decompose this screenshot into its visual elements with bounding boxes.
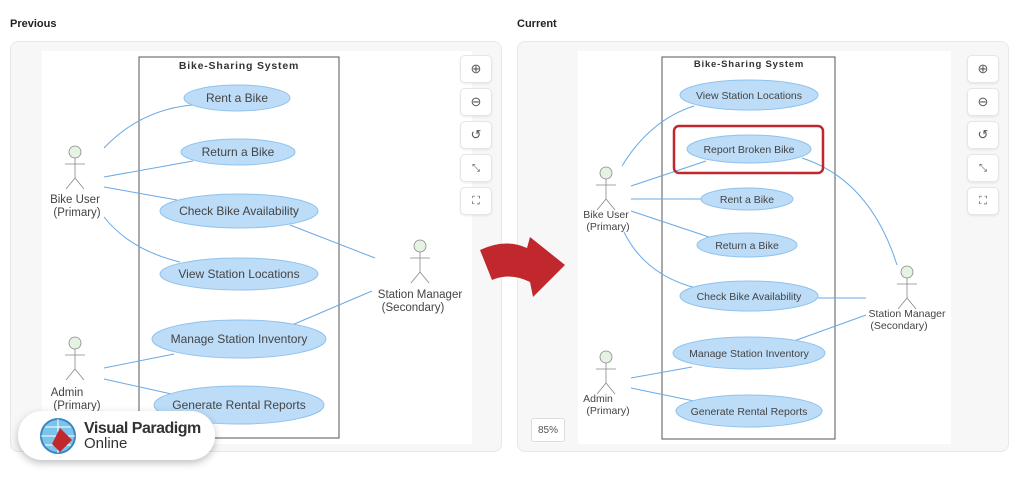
use-case-label: View Station Locations [178, 267, 299, 281]
fullscreen-button[interactable]: ⛶ [967, 187, 999, 215]
actor-label: (Secondary) [870, 320, 927, 332]
use-case-view-stations[interactable] [159, 257, 319, 291]
fit-button[interactable]: ⤡ [460, 154, 492, 182]
system-title: Bike-Sharing System [694, 59, 804, 70]
actor-label: (Primary) [53, 207, 100, 219]
actor-label: (Primary) [53, 400, 100, 412]
use-case-manage-inventory[interactable] [672, 336, 826, 370]
use-case-report-broken-bike[interactable] [686, 134, 812, 164]
system-title: Bike-Sharing System [179, 60, 299, 72]
previous-heading: Previous [10, 18, 57, 30]
zoom-out-icon: ⊖ [470, 94, 482, 109]
current-diagram: Bike-Sharing System View Station Locatio… [578, 51, 951, 444]
use-case-label: Check Bike Availability [179, 204, 299, 218]
use-case-label: Manage Station Inventory [689, 348, 809, 360]
system-boundary [661, 56, 836, 440]
zoom-out-button[interactable]: ⊖ [460, 88, 492, 116]
reset-icon: ↺ [470, 127, 482, 142]
actor-label: Bike User [583, 209, 629, 221]
zoom-level-indicator: 85% [531, 418, 565, 442]
use-case-check-availability[interactable] [159, 193, 319, 229]
actor-label: (Primary) [586, 405, 629, 417]
system-boundary [138, 56, 340, 439]
actor-label: Station Manager [378, 289, 463, 301]
visual-paradigm-logo: Visual Paradigm Online [18, 411, 215, 460]
use-case-return-a-bike[interactable] [696, 232, 798, 258]
globe-logo-icon [40, 417, 76, 454]
use-case-manage-inventory[interactable] [151, 319, 327, 359]
fit-icon: ⤡ [472, 162, 480, 174]
actor-label: Station Manager [868, 308, 946, 320]
use-case-label: Return a Bike [202, 145, 275, 159]
use-case-label: Return a Bike [715, 240, 779, 252]
transition-arrow-icon [480, 237, 565, 297]
use-case-label: Generate Rental Reports [172, 398, 305, 412]
current-heading: Current [517, 18, 557, 30]
zoom-in-button[interactable]: ⊕ [460, 55, 492, 83]
zoom-in-button[interactable]: ⊕ [967, 55, 999, 83]
fullscreen-icon: ⛶ [472, 194, 480, 207]
use-case-label: View Station Locations [696, 90, 802, 102]
fullscreen-icon: ⛶ [979, 194, 987, 207]
reset-icon: ↺ [977, 127, 989, 142]
actor-label: (Secondary) [382, 302, 445, 314]
reset-button[interactable]: ↺ [460, 121, 492, 149]
use-case-rent-a-bike[interactable] [183, 84, 291, 112]
previous-diagram: Bike-Sharing System Rent a Bike Return a… [42, 51, 472, 444]
zoom-in-icon: ⊕ [470, 61, 482, 76]
associations [103, 104, 376, 396]
fit-button[interactable]: ⤡ [967, 154, 999, 182]
actor-label: Bike User [50, 194, 100, 206]
use-case-label: Manage Station Inventory [171, 332, 308, 346]
associations [621, 105, 898, 402]
actor-label: Admin [583, 393, 613, 405]
use-case-label: Check Bike Availability [697, 291, 803, 303]
fullscreen-button[interactable]: ⛶ [460, 187, 492, 215]
reset-button[interactable]: ↺ [967, 121, 999, 149]
use-case-view-stations[interactable] [679, 79, 819, 111]
fit-icon: ⤡ [979, 162, 987, 174]
logo-line1: Visual Paradigm [84, 419, 201, 437]
logo-line2: Online [84, 434, 128, 452]
use-case-return-a-bike[interactable] [180, 138, 296, 166]
zoom-out-icon: ⊖ [977, 94, 989, 109]
use-case-label: Generate Rental Reports [691, 406, 808, 418]
use-case-rent-a-bike[interactable] [700, 187, 794, 211]
zoom-in-icon: ⊕ [977, 61, 989, 76]
zoom-out-button[interactable]: ⊖ [967, 88, 999, 116]
actor-label: Admin [51, 387, 84, 399]
use-case-label: Rent a Bike [206, 91, 268, 105]
use-case-label: Rent a Bike [720, 194, 774, 206]
use-case-generate-reports[interactable] [675, 394, 823, 428]
actor-label: (Primary) [586, 221, 629, 233]
use-case-label: Report Broken Bike [703, 144, 794, 156]
highlight-box [672, 124, 825, 175]
use-case-check-availability[interactable] [679, 280, 819, 312]
